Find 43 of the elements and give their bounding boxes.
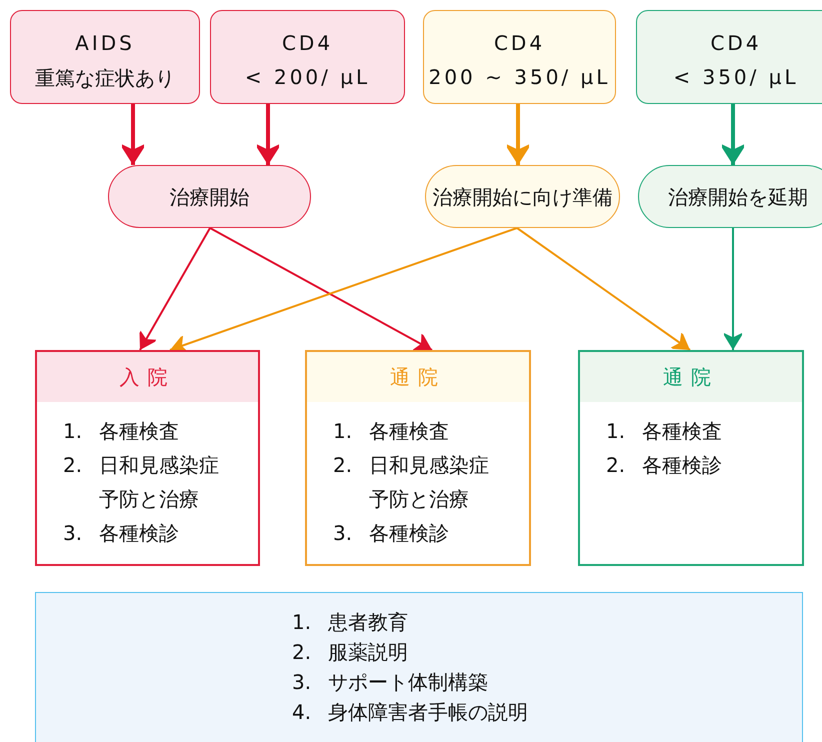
card-heading: 通院 <box>663 364 719 391</box>
condition-label: 重篤な症状あり <box>35 65 175 92</box>
list-item: 2. 服薬説明 <box>292 639 409 666</box>
condition-label: < 200/ μL <box>244 65 370 89</box>
condition-label: CD4 <box>282 31 334 55</box>
arrow <box>719 104 747 165</box>
arrow <box>516 227 691 351</box>
condition-box <box>10 10 200 104</box>
treatment-label: 治療開始 <box>170 184 250 211</box>
list-item: 2. 各種検診 <box>606 452 723 479</box>
arrow <box>119 104 147 165</box>
list-item: 2. 日和見感染症予防と治療 <box>63 452 220 513</box>
condition-label: < 350/ μL <box>673 65 799 89</box>
list-item: 4. 身体障害者手帳の説明 <box>292 699 528 726</box>
care-card <box>578 350 804 566</box>
treatment-pill <box>638 165 822 228</box>
note-box <box>35 592 803 742</box>
list-item: 3. 各種検診 <box>333 520 450 547</box>
list-item: 1. 各種検査 <box>606 418 723 445</box>
arrow <box>210 227 432 351</box>
condition-box <box>636 10 822 104</box>
condition-label: CD4 <box>710 31 762 55</box>
list-item: 2. 日和見感染症予防と治療 <box>333 452 490 513</box>
condition-label: 200 ~ 350/ μL <box>428 65 610 89</box>
condition-box <box>210 10 405 104</box>
care-card <box>305 350 531 566</box>
arrow <box>504 104 532 165</box>
list-item: 3. サポート体制構築 <box>292 669 489 696</box>
care-card <box>35 350 260 566</box>
treatment-label: 治療開始を延期 <box>668 184 808 211</box>
arrow <box>722 228 744 350</box>
arrow <box>254 104 282 165</box>
list-item: 1. 各種検査 <box>63 418 180 445</box>
treatment-label: 治療開始に向け準備 <box>432 184 612 211</box>
arrow <box>139 228 211 350</box>
card-heading: 入院 <box>120 364 176 391</box>
condition-box <box>423 10 616 104</box>
condition-label: AIDS <box>75 31 135 55</box>
list-item: 1. 各種検査 <box>333 418 450 445</box>
condition-label: CD4 <box>494 31 546 55</box>
card-heading: 通院 <box>390 364 446 391</box>
list-item: 1. 患者教育 <box>292 609 409 636</box>
list-item: 3. 各種検診 <box>63 520 180 547</box>
